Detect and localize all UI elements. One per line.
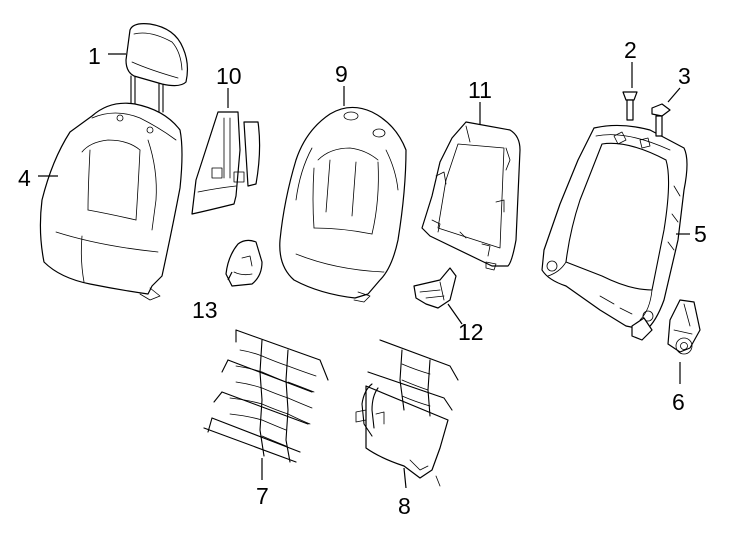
bracket — [413, 267, 457, 309]
callout-12: 12 — [458, 319, 484, 345]
recliner-motor — [667, 299, 701, 355]
leader-lines — [38, 53, 690, 489]
callout-2: 2 — [624, 37, 637, 63]
lumbar-support-spring — [203, 329, 329, 463]
callout-11: 11 — [468, 77, 492, 103]
trim-cover — [225, 239, 263, 287]
callout-10: 10 — [216, 63, 242, 89]
headrest — [125, 23, 189, 113]
callout-9: 9 — [335, 61, 348, 87]
lumbar-support-assembly — [355, 339, 459, 487]
callout-5: 5 — [694, 221, 707, 247]
seat-back-cover — [39, 102, 183, 301]
headrest-guide-release — [651, 103, 671, 137]
callout-13: 13 — [192, 297, 218, 323]
callout-6: 6 — [672, 389, 685, 415]
callout-7: 7 — [256, 483, 269, 509]
headrest-guide — [622, 91, 638, 121]
seat-back-pad — [279, 106, 407, 303]
callout-4: 4 — [18, 165, 31, 191]
callout-1: 1 — [88, 43, 101, 69]
callout-8: 8 — [398, 493, 411, 519]
seat-back-frame — [541, 124, 688, 341]
callouts: 1 2 3 4 5 6 7 8 9 10 11 12 13 — [18, 37, 707, 519]
heater-element — [191, 111, 261, 215]
callout-3: 3 — [678, 63, 691, 89]
back-panel — [421, 121, 521, 271]
